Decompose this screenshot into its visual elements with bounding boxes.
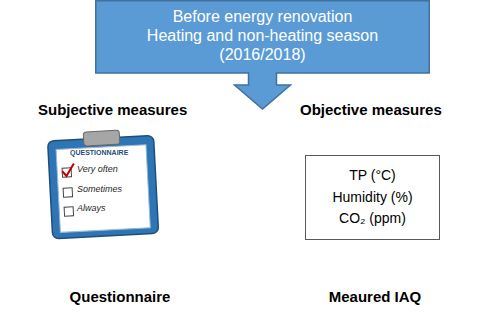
caption-label: Meaured IAQ	[329, 288, 422, 305]
form-title: QUESTIONNAIRE	[70, 149, 128, 156]
node-text: TP (°C)	[316, 165, 429, 187]
callout-outline	[96, 1, 430, 109]
section-heading: Subjective measures	[38, 101, 187, 118]
form-option: Always	[77, 203, 106, 213]
check-mark	[62, 164, 75, 177]
callout-banner: Before energy renovation Heating and non…	[95, 0, 430, 111]
form-option: Very often	[77, 164, 118, 174]
section-heading: Objective measures	[300, 101, 442, 118]
node-text: Before energy renovation Heating and non…	[145, 7, 380, 65]
checkbox	[64, 207, 73, 216]
checkbox	[63, 188, 72, 197]
clipboard-paper	[56, 145, 150, 233]
measure-box: TP (°C)Humidity (%)CO₂ (ppm)	[305, 155, 440, 240]
clipboard-board	[48, 135, 159, 238]
node-text: Humidity (%)	[316, 187, 429, 209]
clipboard-clip	[83, 130, 120, 146]
form-option: Sometimes	[77, 184, 122, 194]
caption-label: Questionnaire	[70, 288, 171, 305]
node-text: CO₂ (ppm)	[316, 208, 429, 230]
